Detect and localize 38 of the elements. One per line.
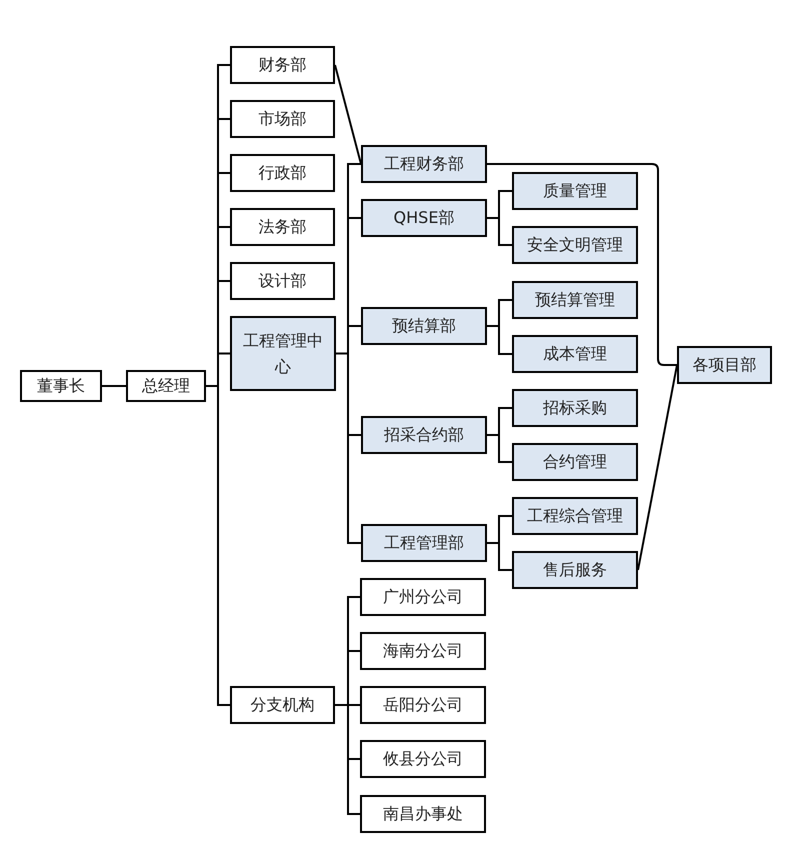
org-box: 总经理 (126, 370, 206, 402)
connector-line (206, 385, 230, 706)
department-box: 招采合约部 (361, 416, 487, 454)
org-box: 市场部 (230, 100, 335, 138)
department-box: 工程综合管理 (512, 497, 638, 535)
department-box: 成本管理 (512, 335, 638, 373)
department-box: 合约管理 (512, 443, 638, 481)
org-box: 分支机构 (230, 686, 335, 724)
department-box: 质量管理 (512, 172, 638, 210)
org-box: 岳阳分公司 (360, 686, 486, 724)
org-box: 行政部 (230, 154, 335, 192)
org-box: 董事长 (20, 370, 102, 402)
department-box: QHSE部 (361, 199, 487, 237)
org-box: 南昌办事处 (360, 795, 486, 833)
department-box: 售后服务 (512, 551, 638, 589)
org-box: 法务部 (230, 208, 335, 246)
department-box: 工程管理部 (361, 524, 487, 562)
department-box: 各项目部 (677, 346, 772, 384)
org-box: 设计部 (230, 262, 335, 300)
department-box: 招标采购 (512, 389, 638, 427)
connector-line (336, 352, 361, 544)
org-box: 海南分公司 (360, 632, 486, 670)
connector-line (637, 364, 678, 570)
org-box: 攸县分公司 (360, 740, 486, 778)
connector-line (487, 217, 512, 246)
department-box: 工程财务部 (361, 145, 487, 183)
department-box: 预结算管理 (512, 281, 638, 319)
department-box: 预结算部 (361, 307, 487, 345)
org-box: 财务部 (230, 46, 335, 84)
connector-line (487, 325, 512, 355)
connector-line (102, 385, 126, 387)
connector-line (334, 64, 362, 164)
department-box: 安全文明管理 (512, 226, 638, 264)
connector-line (487, 163, 677, 366)
connector-line (487, 542, 512, 571)
department-box: 工程管理中心 (230, 316, 336, 391)
connector-line (487, 434, 512, 463)
org-box: 广州分公司 (360, 578, 486, 616)
